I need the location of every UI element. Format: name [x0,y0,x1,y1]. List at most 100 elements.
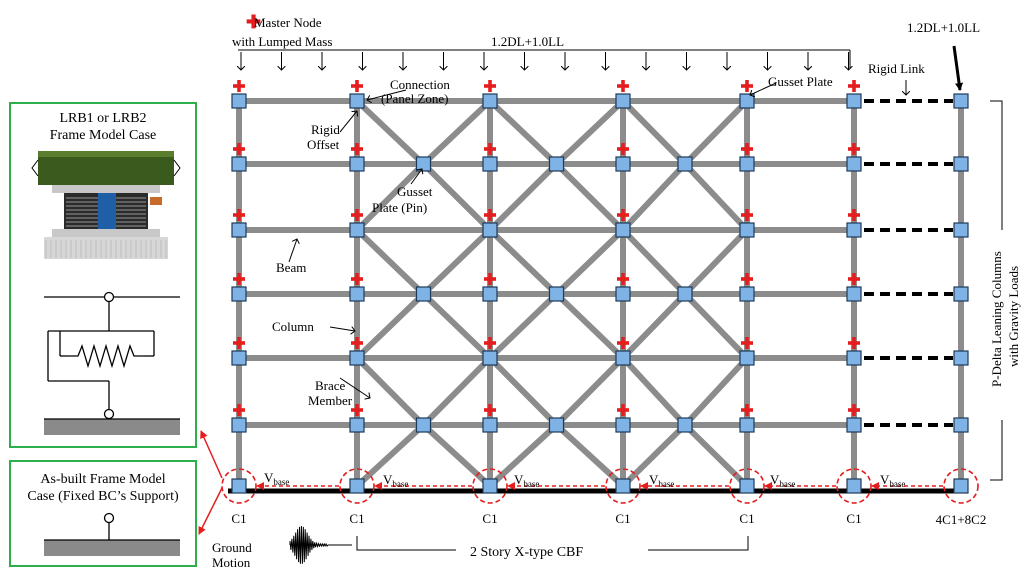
master-node-bar [852,273,856,285]
node [482,350,498,366]
brace [421,355,493,428]
node [846,417,862,433]
master-node-icon [848,143,860,155]
node [482,222,498,238]
master-node-icon [233,209,245,221]
master-node-bar [355,209,359,221]
leaning-column-bracket [990,100,1003,481]
master-node-bar [237,80,241,92]
brace [354,355,426,428]
support-label: C1 [482,511,497,526]
support-circle [472,468,508,504]
master-node-icon [233,337,245,349]
brace-label: Brace [315,378,346,393]
brace [620,98,688,167]
node [349,93,365,109]
brace [620,355,688,428]
master-node-bar [745,404,749,416]
master-node-bar [237,404,241,416]
vbase-label: Vbase [649,472,674,489]
leaning-node [953,222,969,238]
node [482,417,498,433]
master-node-bar [745,143,749,155]
lrb-subtitle: Frame Model Case [50,128,157,143]
node [482,156,498,172]
node [615,222,631,238]
master-node-bar [852,404,856,416]
gravity-load-arrows [238,49,850,70]
support-label: C1 [231,511,246,526]
brace [487,422,559,489]
support-label: C1 [615,511,630,526]
master-node-icon [617,80,629,92]
gusset-pin-label: Gusset [397,184,433,199]
node [615,350,631,366]
master-node-bar [745,337,749,349]
rigid-link-label: Rigid Link [868,61,925,76]
gusset-pin-label-2: Plate (Pin) [372,200,427,215]
node [739,156,755,172]
vbase-subscript: base [658,479,674,489]
master-node-icon [484,337,496,349]
lrb-title: LRB1 or LRB2 [59,111,146,126]
node [615,156,631,172]
brace [620,227,688,297]
master-node-icon [848,209,860,221]
brace [354,291,426,361]
master-node-bar [852,143,856,155]
master-node-bar [621,209,625,221]
ground-motion-label-2: Motion [212,555,251,570]
lrb-panel: LRB1 or LRB2 Frame Model Case [9,102,197,448]
node [349,156,365,172]
brace [554,355,626,428]
master-node-icon [351,404,363,416]
support-circle [729,468,765,504]
master-node-bar [621,404,625,416]
node [739,350,755,366]
master-node-bar [237,143,241,155]
gusset-node [677,286,693,302]
master-node-bar [355,80,359,92]
master-node-icon [484,404,496,416]
master-node-icon [233,404,245,416]
brace [421,422,493,489]
isolator-icon [31,151,181,259]
master-node-bar [488,143,492,155]
lrb-ground [44,419,180,435]
leaning-node [953,350,969,366]
brace [354,227,426,297]
node [349,222,365,238]
master-node-icon [351,209,363,221]
master-node-bar [488,80,492,92]
svg-text:✚: ✚ [246,12,261,32]
node [231,222,247,238]
master-node-icon [848,80,860,92]
master-node-bar [355,337,359,349]
leaning-node [953,93,969,109]
node [739,286,755,302]
master-node-bar [621,143,625,155]
master-node-icon [741,209,753,221]
master-node-icon [617,209,629,221]
master-node-bar [355,143,359,155]
master-node-icon [233,273,245,285]
as-built-subtitle: Case (Fixed BC’s Support) [27,489,179,504]
gusset-node [415,286,432,302]
leaning-node [953,417,969,433]
spring-model-icon [44,291,180,420]
master-node-icon [233,143,245,155]
node [482,478,498,494]
brace [487,161,559,233]
master-node-icon [351,337,363,349]
brace [682,227,750,297]
gusset-node [415,156,432,172]
support-circle [836,468,872,504]
master-node-icon [617,337,629,349]
beam-label: Beam [276,260,306,275]
master-node-icon [617,143,629,155]
node [615,93,631,109]
vbase-label: Vbase [383,472,408,489]
support-label: 4C1+8C2 [936,512,987,527]
